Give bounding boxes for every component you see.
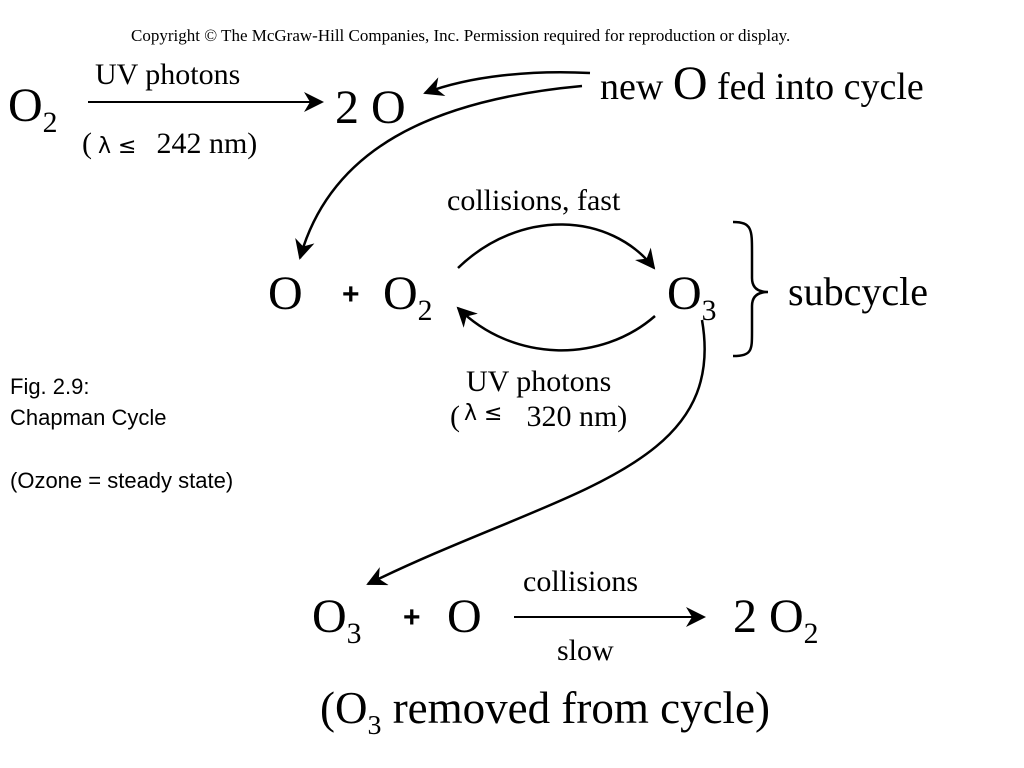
subcycle-label: subcycle bbox=[788, 269, 928, 314]
subcycle-brace bbox=[732, 220, 769, 358]
top-reactant-o2: O2 bbox=[8, 79, 58, 140]
subcycle-bottom-label: UV photons bbox=[466, 365, 612, 398]
subcycle-bottom-condition: (λ ≤320 nm) bbox=[450, 400, 628, 433]
fig-number: Fig. 2.9: bbox=[10, 374, 90, 399]
bottom-arrow-bottom-label: slow bbox=[557, 634, 614, 667]
copyright-notice: Copyright © The McGraw-Hill Companies, I… bbox=[131, 26, 791, 45]
top-condition: (λ ≤242 nm) bbox=[82, 127, 258, 160]
subcycle-o3: O3 bbox=[667, 267, 717, 328]
feed-arrow bbox=[295, 84, 583, 260]
subcycle-top-label: collisions, fast bbox=[447, 184, 621, 217]
top-arrow-label: UV photons bbox=[95, 58, 241, 91]
new-o-arrow bbox=[423, 71, 591, 97]
fig-title: Chapman Cycle bbox=[10, 405, 167, 430]
removal-arrow bbox=[366, 319, 706, 586]
removed-caption: (O3 removed from cycle) bbox=[320, 683, 771, 741]
subcycle-reverse-arrow bbox=[456, 306, 656, 352]
subcycle-forward-arrow bbox=[457, 223, 656, 270]
subcycle-plus: + bbox=[342, 278, 360, 311]
bottom-product-2o2: 2 O2 bbox=[733, 590, 819, 651]
new-o-label: new O fed into cycle bbox=[600, 57, 924, 110]
top-product-2o: 2 O bbox=[335, 81, 406, 134]
subcycle-o: O bbox=[268, 267, 303, 320]
bottom-arrow-top-label: collisions bbox=[523, 565, 639, 598]
bottom-o: O bbox=[447, 590, 482, 643]
bottom-o3: O3 bbox=[312, 590, 362, 651]
subcycle-o2: O2 bbox=[383, 267, 433, 328]
bottom-plus: + bbox=[403, 601, 421, 634]
fig-note: (Ozone = steady state) bbox=[10, 468, 234, 493]
